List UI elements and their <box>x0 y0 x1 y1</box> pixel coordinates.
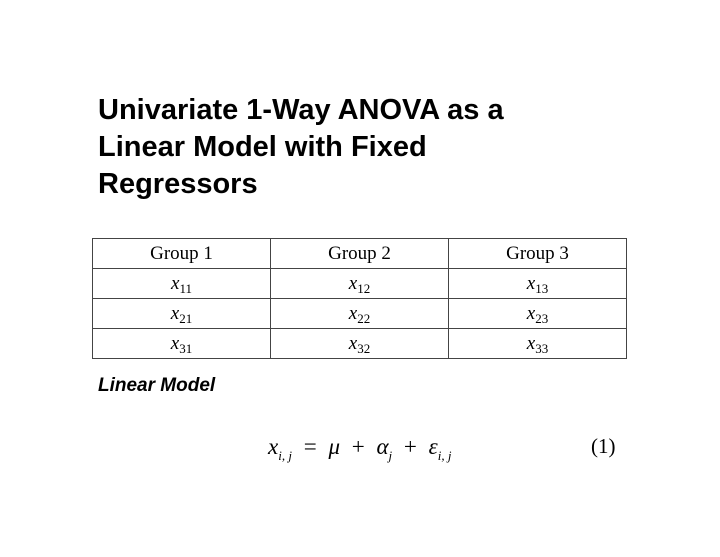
table-row: x31 x32 x33 <box>92 328 627 359</box>
table-cell: x11 <box>92 268 271 299</box>
anova-groups-table: Group 1 Group 2 Group 3 x11 x12 x13 x21 … <box>92 238 627 359</box>
eq-x-subscript: i, j <box>278 448 292 463</box>
header-group-1: Group 1 <box>92 238 271 269</box>
table-cell: x22 <box>270 298 449 329</box>
equation-number: (1) <box>591 434 616 458</box>
table-cell: x21 <box>92 298 271 329</box>
linear-model-equation: xi, j = μ + αj + εi, j <box>268 434 452 463</box>
title-line-2: Linear Model with Fixed <box>98 131 427 163</box>
eq-alpha: α <box>376 434 389 459</box>
eq-equals: = <box>303 434 317 459</box>
eq-plus-1: + <box>351 434 365 459</box>
eq-x: x <box>268 434 279 459</box>
table-cell: x33 <box>448 328 627 359</box>
eq-alpha-subscript: j <box>388 448 393 463</box>
slide-title: Univariate 1-Way ANOVA as a Linear Model… <box>98 92 618 203</box>
table-cell: x23 <box>448 298 627 329</box>
header-group-3: Group 3 <box>448 238 627 269</box>
table-cell: x31 <box>92 328 271 359</box>
table-row: x21 x22 x23 <box>92 298 627 329</box>
table-cell: x12 <box>270 268 449 299</box>
table-header-row: Group 1 Group 2 Group 3 <box>92 238 627 269</box>
eq-plus-2: + <box>403 434 417 459</box>
eq-epsilon-subscript: i, j <box>437 448 452 463</box>
eq-mu: μ <box>328 434 340 459</box>
header-group-2: Group 2 <box>270 238 449 269</box>
title-line-3: Regressors <box>98 168 258 200</box>
eq-epsilon: ε <box>428 434 438 459</box>
title-line-1: Univariate 1-Way ANOVA as a <box>98 94 504 126</box>
table-row: x11 x12 x13 <box>92 268 627 299</box>
section-label-linear-model: Linear Model <box>98 375 216 396</box>
table-cell: x13 <box>448 268 627 299</box>
table-cell: x32 <box>270 328 449 359</box>
